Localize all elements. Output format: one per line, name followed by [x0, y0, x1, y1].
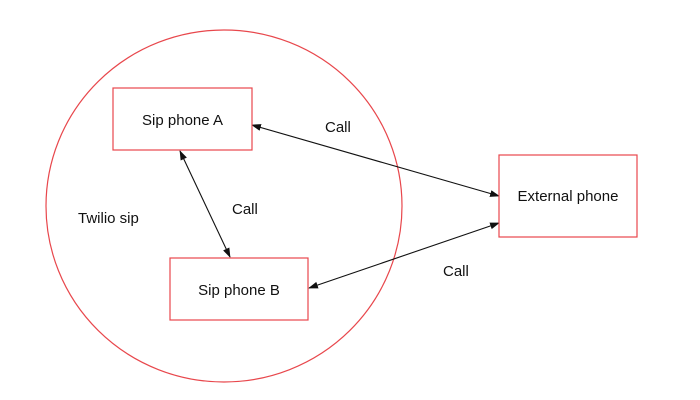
node-sip-phone-a-label: Sip phone A: [142, 112, 223, 129]
node-external-phone: External phone: [498, 154, 638, 238]
edge-b-to-external: [308, 222, 500, 289]
edge-label-b-to-external: Call: [443, 263, 469, 280]
node-sip-phone-b: Sip phone B: [169, 257, 309, 321]
twilio-sip-label: Twilio sip: [78, 210, 139, 227]
twilio-sip-boundary: [45, 29, 403, 383]
node-sip-phone-a: Sip phone A: [112, 87, 253, 151]
edge-a-to-b: [179, 150, 231, 258]
node-sip-phone-b-label: Sip phone B: [198, 282, 280, 299]
edge-label-a-to-external: Call: [325, 119, 351, 136]
edge-a-to-external: [251, 124, 500, 197]
edge-label-a-to-b: Call: [232, 201, 258, 218]
node-external-phone-label: External phone: [518, 188, 619, 205]
